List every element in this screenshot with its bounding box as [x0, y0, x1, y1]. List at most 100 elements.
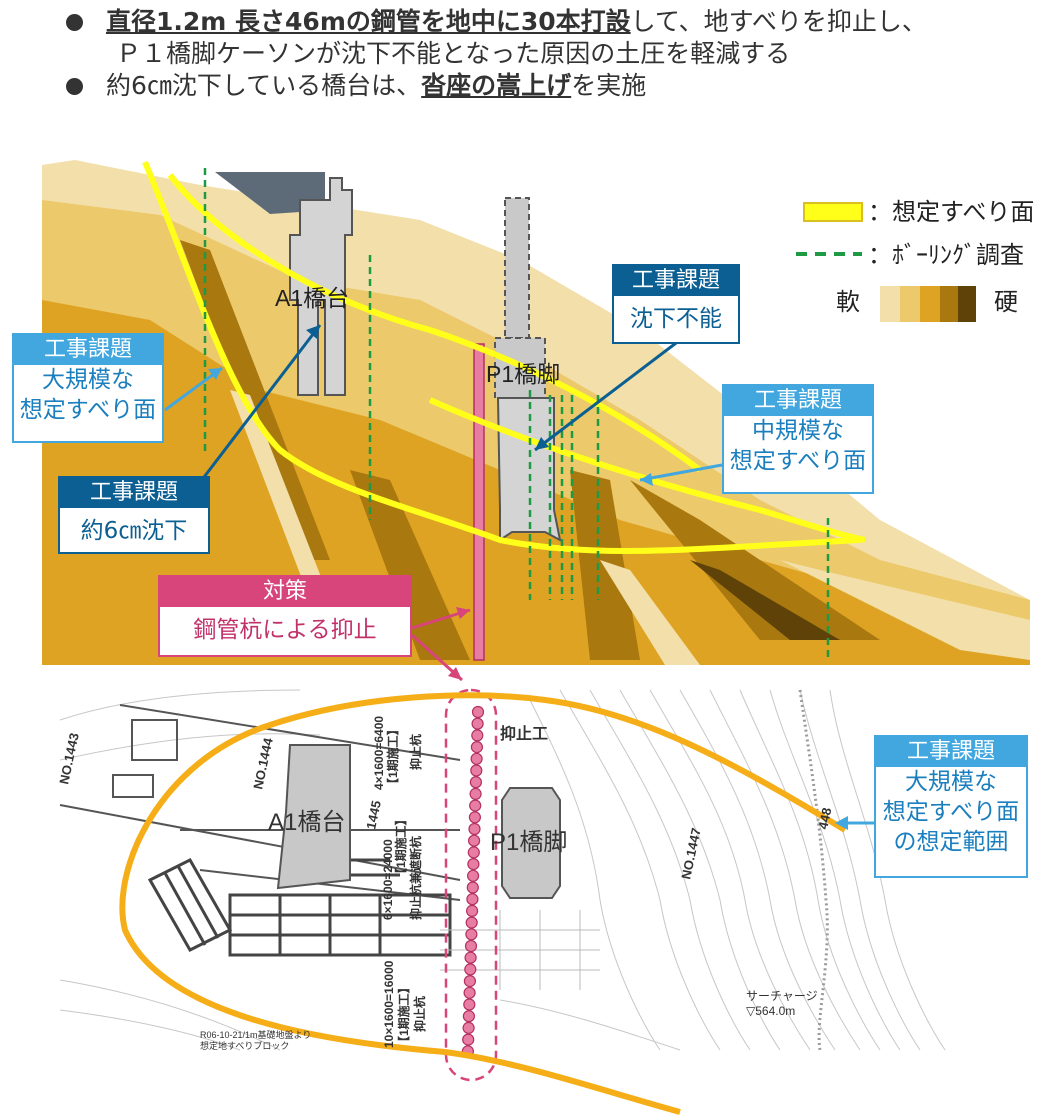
legend-slip-label: ：想定すべり面 — [868, 199, 1034, 226]
legend-slip-swatch — [803, 202, 863, 222]
bullet-1-text: して、地すべりを抑止し、 — [630, 7, 927, 36]
plan-pile — [468, 822, 481, 836]
ground-mid-layer — [42, 300, 1030, 665]
plan-note: R06-10-21/1m基礎地盤より想定地すべりブロック — [200, 1029, 311, 1051]
plan-pile — [468, 834, 481, 847]
legend-scale-5 — [958, 286, 976, 322]
plan-pile — [467, 869, 480, 882]
bullet-abutment: 約6㎝沈下している橋台は、沓座の嵩上げを実施 — [62, 70, 1047, 102]
plan-contours — [59, 689, 946, 1051]
bullet-2-pre: 約6㎝沈下している橋台は、 — [106, 71, 422, 100]
plan-restraint-label: 抑止工 — [500, 724, 548, 743]
callout-large-slip-body: 大規模な 想定すべり面 — [19, 367, 157, 423]
bullet-dot-icon — [66, 14, 83, 31]
section-a1-label: A1橋台 — [275, 285, 349, 311]
plan-pile — [469, 799, 482, 812]
plan-pile-dim-3: 10×1600=16000 — [382, 960, 396, 1048]
plan-pile-range — [444, 688, 498, 1082]
plan-pile — [466, 904, 479, 918]
ground-dark-band-4 — [630, 480, 880, 640]
legend-boring-label: ：ﾎﾞｰﾘﾝｸﾞ調査 — [868, 242, 1024, 269]
plan-pile — [462, 1010, 475, 1023]
callout-settlement-body: 約6㎝沈下 — [80, 518, 188, 544]
plan-pile — [463, 986, 476, 999]
plan-pile — [470, 740, 483, 754]
plan-surcharge-level: ▽564.0m — [746, 1004, 795, 1018]
plan-no1448: 448 — [815, 806, 834, 830]
summary-bullets: 直径1.2m 長さ46mの鋼管を地中に30本打設して、地すべりを抑止し、 Ｐ１橋… — [62, 6, 1047, 102]
medium-slip-surface — [428, 397, 866, 543]
ground-light-band-3 — [780, 560, 1030, 660]
plan-surcharge-label: サーチャージ — [746, 989, 818, 1003]
plan-pile — [462, 1021, 475, 1035]
slip-surfaces — [142, 160, 866, 554]
plan-pile-word-3: 抑止杭 — [412, 996, 427, 1032]
plan-p1-label: P1橋脚 — [490, 829, 567, 856]
callout-medium-slip: 工事課題 中規模な 想定すべり面 — [722, 384, 874, 494]
plan-p1-pier — [501, 787, 561, 899]
plan-pile — [463, 974, 476, 988]
legend-scale-3 — [920, 286, 940, 322]
plan-pile — [470, 764, 483, 777]
callout-plan-range-header: 工事課題 — [876, 737, 1026, 767]
plan-pile — [463, 998, 476, 1011]
plan-pile — [464, 939, 478, 953]
callout-plan-range-body: 大規模な 想定すべり面 の想定範囲 — [882, 769, 1020, 855]
plan-pile — [466, 881, 479, 894]
callout-measure-body: 鋼管杭による抑止 — [193, 617, 377, 643]
bullet-2-post: を実施 — [571, 71, 647, 100]
legend-scale-4 — [940, 286, 958, 322]
callout-measure: 対策 鋼管杭による抑止 — [158, 575, 412, 657]
steel-pipe-pile — [473, 343, 485, 661]
plan-pile — [464, 951, 477, 964]
plan-phase-1a: 【1期施工】 — [385, 723, 400, 790]
legend-soft-label: 軟 — [836, 289, 860, 316]
callout-large-slip: 工事課題 大規模な 想定すべり面 — [12, 333, 164, 443]
upper-slip-surface — [167, 173, 702, 473]
plan-pile-dim-1: 4×1600=6400 — [372, 716, 386, 790]
plan-pile-word-2: 抑止杭兼遮断杭 — [408, 836, 423, 920]
legend-hard-label: 硬 — [994, 289, 1018, 316]
plan-pile-row — [461, 705, 485, 1058]
legend-scale-2 — [900, 286, 920, 322]
plan-phase-1c: 【1期施工】 — [396, 981, 411, 1048]
callout-medium-slip-body: 中規模な 想定すべり面 — [729, 418, 867, 474]
plan-pile — [469, 776, 482, 789]
cross-section: A1橋台 P1橋脚 — [42, 160, 1030, 682]
large-slip-surface — [142, 160, 861, 554]
river-contour — [798, 689, 829, 1051]
plan-pile — [464, 963, 477, 976]
plan-pile — [462, 1033, 475, 1046]
callout-large-slip-header: 工事課題 — [14, 335, 162, 365]
road-deck — [215, 172, 325, 214]
ground-light-band-2 — [600, 560, 700, 665]
callout-arrows — [164, 324, 723, 682]
plan-pile — [470, 752, 483, 765]
plan-grid-structure — [147, 858, 452, 957]
legend-scale-1 — [880, 286, 900, 322]
plan-pile — [466, 893, 479, 906]
boring-lines — [203, 168, 830, 660]
plan-view: A1橋台 P1橋脚 抑止工 NO.1443 NO.1444 1445 NO.14… — [42, 682, 1032, 1115]
bullet-steel-pipe: 直径1.2m 長さ46mの鋼管を地中に30本打設して、地すべりを抑止し、 Ｐ１橋… — [62, 6, 1047, 70]
plan-pile — [471, 717, 484, 730]
plan-pile — [467, 857, 480, 871]
callout-plan-range: 工事課題 大規模な 想定すべり面 の想定範囲 — [874, 735, 1028, 878]
ground-darkest-band — [690, 560, 840, 640]
plan-phase-1b: 【1期施工】 — [393, 813, 408, 880]
plan-pile — [465, 916, 478, 929]
plan-pile-dim-2: 6×1600=24000 — [381, 839, 395, 920]
ground-light-band — [230, 390, 330, 600]
callout-medium-slip-header: 工事課題 — [724, 386, 872, 416]
section-p1-label: P1橋脚 — [486, 361, 560, 387]
ground-dark-band-2 — [350, 470, 470, 660]
bullet-2-emphasis: 沓座の嵩上げ — [421, 71, 572, 100]
callout-measure-header: 対策 — [160, 577, 410, 607]
bullet-dot-icon — [66, 78, 83, 95]
plan-pile — [471, 729, 484, 742]
plan-pile — [465, 928, 478, 941]
bullet-1-line2: Ｐ１橋脚ケーソンが沈下不能となった原因の土圧を軽減する — [116, 39, 791, 68]
callout-unsinkable-header: 工事課題 — [614, 266, 738, 296]
plan-range-arrowhead — [835, 816, 848, 830]
callout-unsinkable: 工事課題 沈下不能 — [612, 264, 740, 344]
